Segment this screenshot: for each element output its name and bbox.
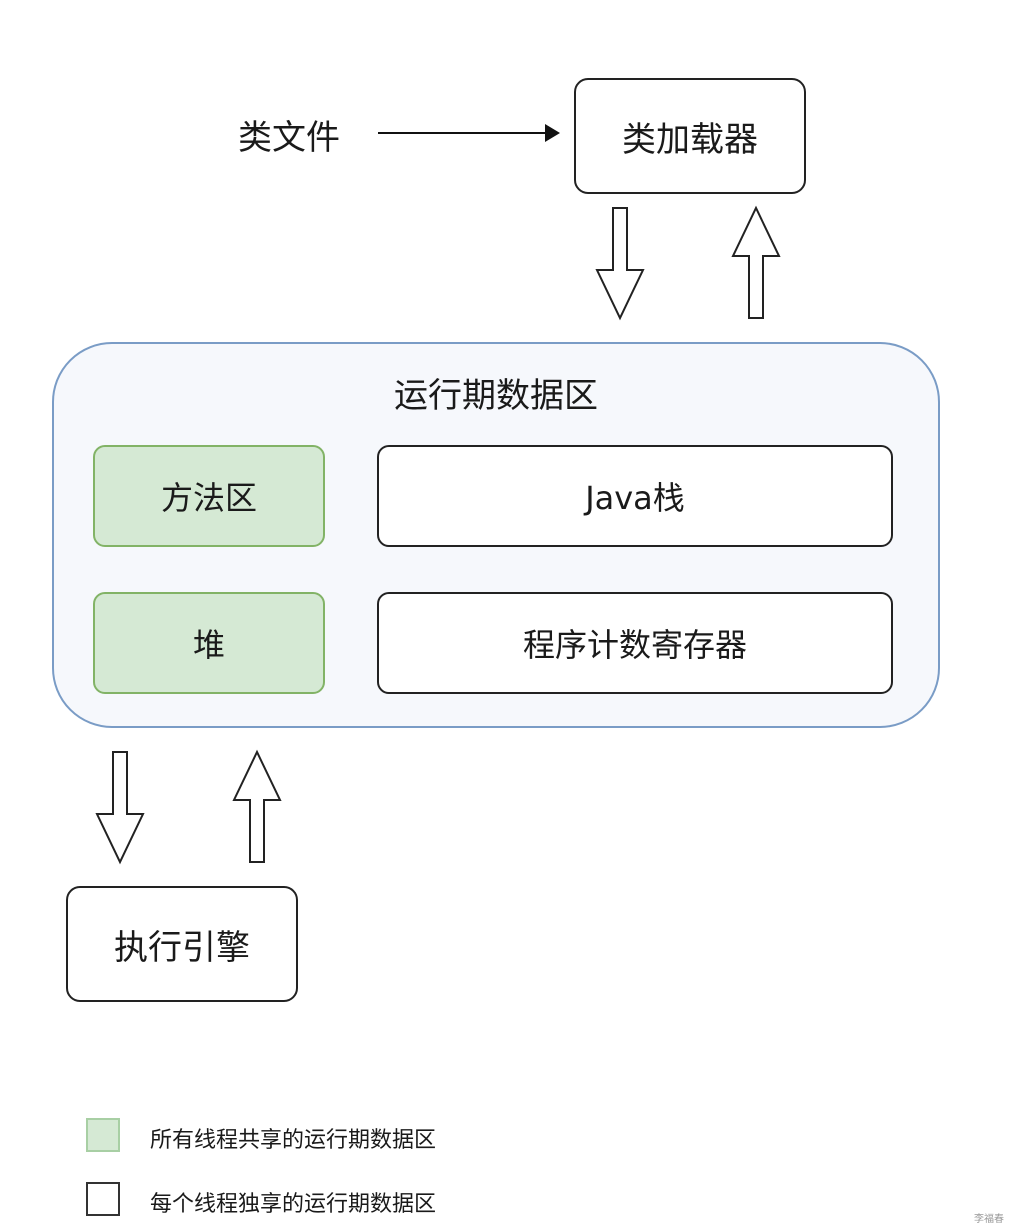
- heap-box[interactable]: 堆: [93, 592, 325, 694]
- java-stack-label: Java栈: [585, 479, 685, 517]
- legend-shared-label: 所有线程共享的运行期数据区: [150, 1128, 437, 1153]
- execution-engine-box[interactable]: 执行引擎: [66, 886, 298, 1002]
- legend-exclusive-swatch: [86, 1182, 120, 1216]
- method-area-box[interactable]: 方法区: [93, 445, 325, 547]
- legend-shared-swatch: [86, 1118, 120, 1152]
- program-counter-label: 程序计数寄存器: [522, 626, 747, 664]
- method-area-label: 方法区: [160, 479, 257, 517]
- class-loader-label: 类加载器: [622, 119, 758, 160]
- runtime-data-area-title: 运行期数据区: [394, 376, 598, 416]
- program-counter-box[interactable]: 程序计数寄存器: [377, 592, 893, 694]
- execution-engine-label: 执行引擎: [114, 927, 250, 968]
- java-stack-box[interactable]: Java栈: [377, 445, 893, 547]
- legend-exclusive-label: 每个线程独享的运行期数据区: [150, 1192, 437, 1217]
- class-loader-box[interactable]: 类加载器: [574, 78, 806, 194]
- watermark: 李福春: [974, 1214, 1004, 1225]
- heap-label: 堆: [192, 626, 225, 664]
- class-file-label: 类文件: [238, 118, 340, 158]
